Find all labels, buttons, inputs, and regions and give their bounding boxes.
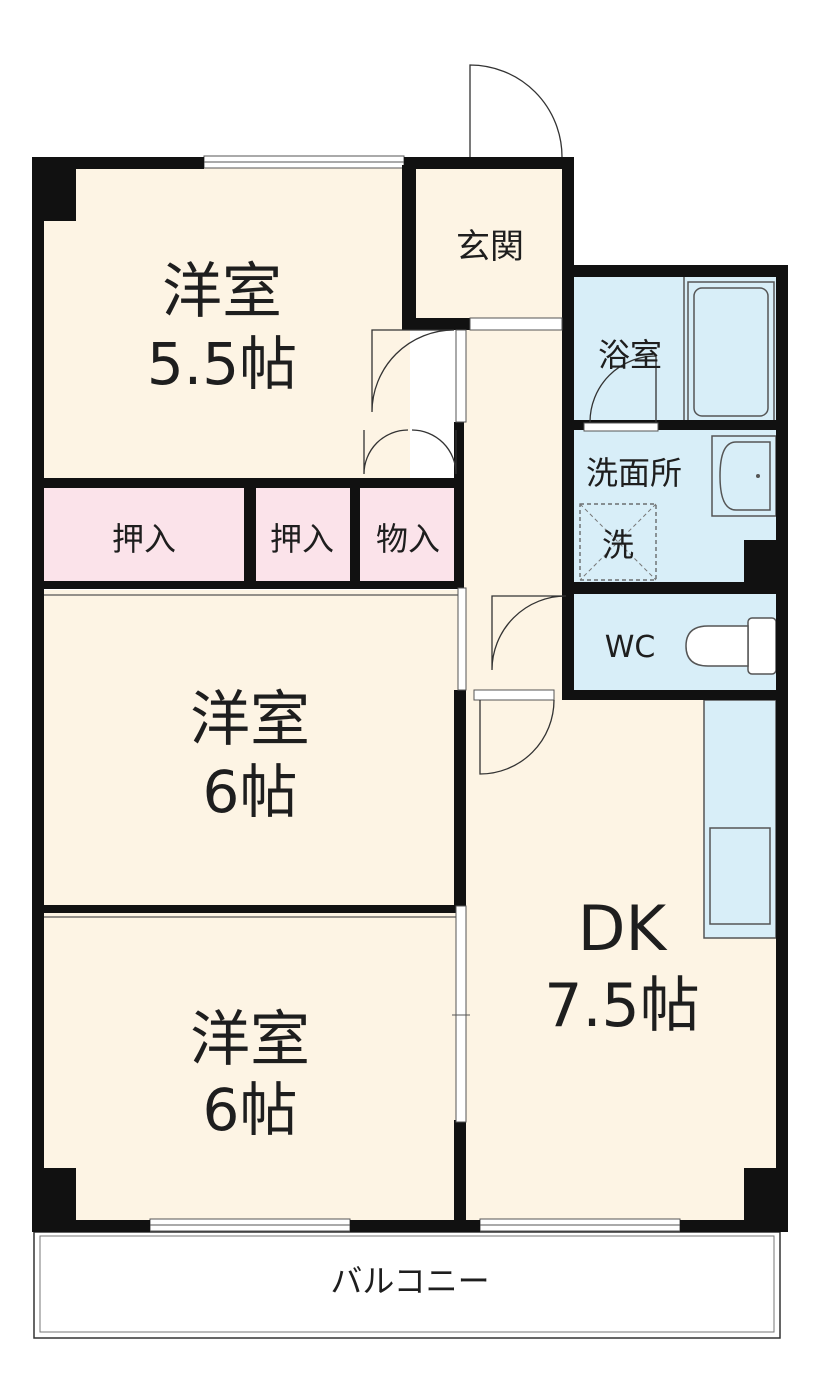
toilet-bowl <box>685 625 749 667</box>
bathtub <box>687 281 775 423</box>
room-dk-size: 7.5帖 <box>544 971 699 1041</box>
storage-label: 物入 <box>376 520 440 558</box>
toilet-label: WC <box>605 630 656 665</box>
closet-2-floor <box>252 485 352 588</box>
washbasin-drain <box>756 474 760 478</box>
room-west-bottom-floor <box>40 910 462 1225</box>
closet-1-floor <box>40 485 248 588</box>
balcony-rail <box>39 1235 775 1333</box>
room-west-top-name: 洋室 <box>162 257 282 327</box>
kitchen-counter <box>703 699 777 939</box>
hall-entry-step <box>469 317 563 331</box>
washbasin-counter <box>711 435 777 517</box>
room-west-top-size: 5.5帖 <box>147 330 297 398</box>
dk-partition <box>455 905 467 1123</box>
room-west-mid-floor <box>40 590 462 910</box>
hallway-floor <box>462 325 572 695</box>
entrance-label: 玄関 <box>456 227 524 267</box>
toilet-tank <box>747 617 777 675</box>
balcony-label: バルコニー <box>330 1262 489 1300</box>
kitchen-sink <box>709 827 771 925</box>
bath-label: 浴室 <box>598 336 662 374</box>
washer-space <box>579 503 657 581</box>
washer-cross-b <box>579 503 657 581</box>
hall-slide <box>457 587 467 691</box>
closet-1-label: 押入 <box>112 520 176 558</box>
bathtub-inner <box>693 287 769 417</box>
room-west-top-floor <box>40 165 410 485</box>
room-west-mid-size: 6帖 <box>203 758 298 826</box>
room-dk-name: DK <box>578 892 668 965</box>
balcony-area <box>33 1231 781 1339</box>
washbasin-bowl <box>719 441 771 511</box>
washer-cross-a <box>579 503 657 581</box>
room-west-mid-name: 洋室 <box>190 685 310 755</box>
entrance-floor <box>410 165 570 325</box>
door-swings <box>363 64 657 775</box>
dk-door <box>473 689 555 701</box>
room-west-bottom-name: 洋室 <box>190 1005 310 1075</box>
bath-door <box>583 422 659 432</box>
washer-label: 洗 <box>602 526 634 564</box>
hall-opening <box>455 329 467 423</box>
room-west-bottom-size: 6帖 <box>203 1076 298 1144</box>
closet-2-label: 押入 <box>270 520 334 558</box>
washroom-label: 洗面所 <box>586 454 682 492</box>
storage-floor <box>358 485 458 588</box>
walls <box>32 157 788 1232</box>
